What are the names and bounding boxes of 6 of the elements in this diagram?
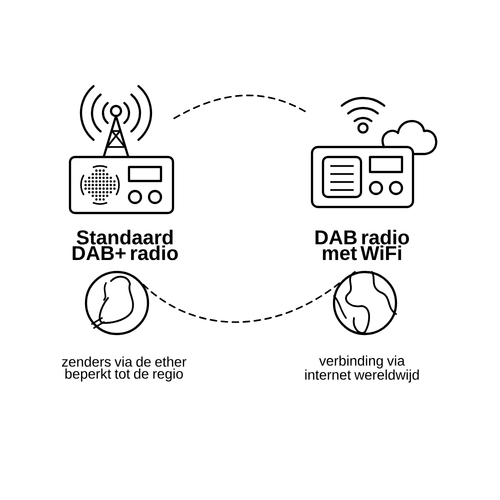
connector-line — [142, 282, 342, 323]
node-label: zenders via de ether beperkt tot de regio — [62, 356, 186, 382]
node-label: verbinding via internet wereldwijd — [305, 355, 419, 383]
node-label: Standaard DAB+ radio — [72, 230, 178, 260]
connector-line — [173, 94, 307, 120]
node-label: DAB radio met WiFi — [316, 230, 409, 260]
